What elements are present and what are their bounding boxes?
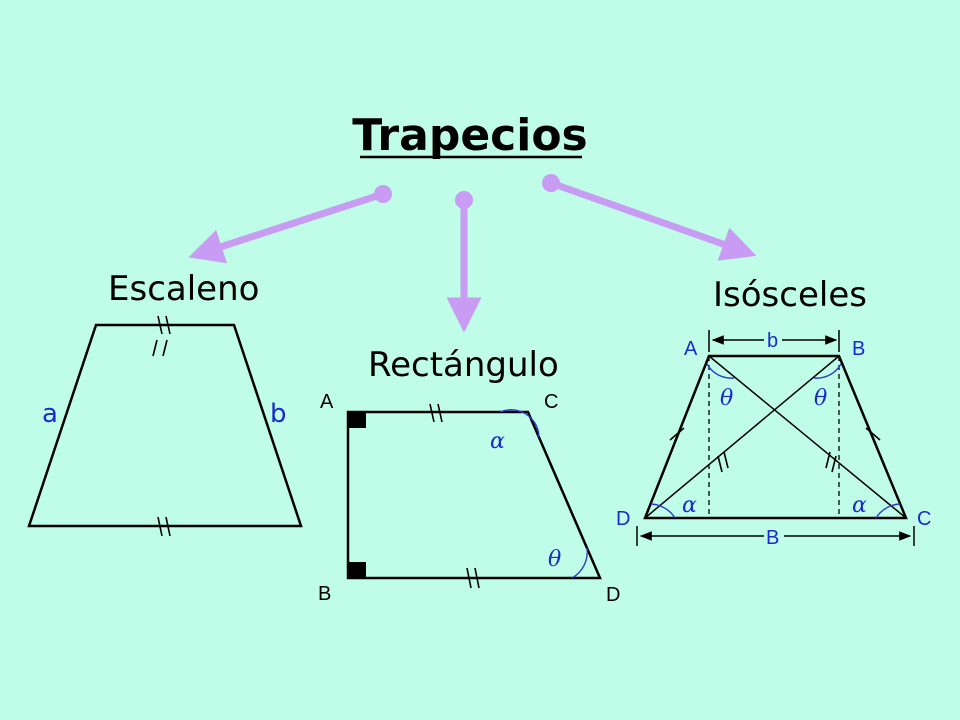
isosceles-angle-alpha-c: α [852,493,867,518]
rectangulo-vertex-b: B [318,583,331,605]
rectangulo-angle-alpha: α [490,429,505,454]
right-angle-marker-a [348,412,366,428]
escaleno-label: Escaleno [108,269,259,309]
rectangulo-label: Rectángulo [368,345,559,385]
isosceles-angle-alpha-d: α [682,493,697,518]
isosceles-vertex-c: C [917,508,931,530]
angle-arc-c-iso [875,503,901,519]
right-angle-marker-b [348,562,366,578]
escaleno-trapezoid [27,315,303,537]
rectangulo-vertex-d: D [606,584,620,606]
rectangulo-trapezoid [346,403,602,589]
isosceles-vertex-b: B [852,338,865,360]
isosceles-trapezoid [636,330,915,546]
isosceles-label: Isósceles [713,275,867,315]
arrow-to-isosceles [542,174,757,261]
page-title: Trapecios [352,110,588,161]
rectangulo-vertex-c: C [544,391,558,413]
rectangulo-vertex-a: A [320,391,334,413]
diagonal-ac [708,355,907,519]
escaleno-side-b-label: b [270,399,287,429]
angle-arc-b [813,363,842,379]
base-top-label-bg [764,330,782,350]
angle-arc-a [706,363,735,379]
arrow-to-rectangulo [446,191,482,333]
isosceles-vertex-a: A [684,338,698,360]
angle-arc-c [499,409,540,438]
isosceles-base-top-label: b [767,330,778,352]
isosceles-base-bottom-label: B [766,527,779,549]
isosceles-angle-theta-b: θ [814,386,827,411]
isosceles-angle-theta-a: θ [720,386,733,411]
arrow-to-escaleno [188,185,392,264]
angle-arc-d-iso [650,503,676,519]
base-bottom-label-bg [764,526,784,548]
escaleno-side-a-label: a [42,399,58,429]
rectangulo-angle-theta: θ [548,547,561,572]
angle-arc-d [571,547,588,579]
diagonal-bd [644,355,840,519]
isosceles-vertex-d: D [616,508,630,530]
